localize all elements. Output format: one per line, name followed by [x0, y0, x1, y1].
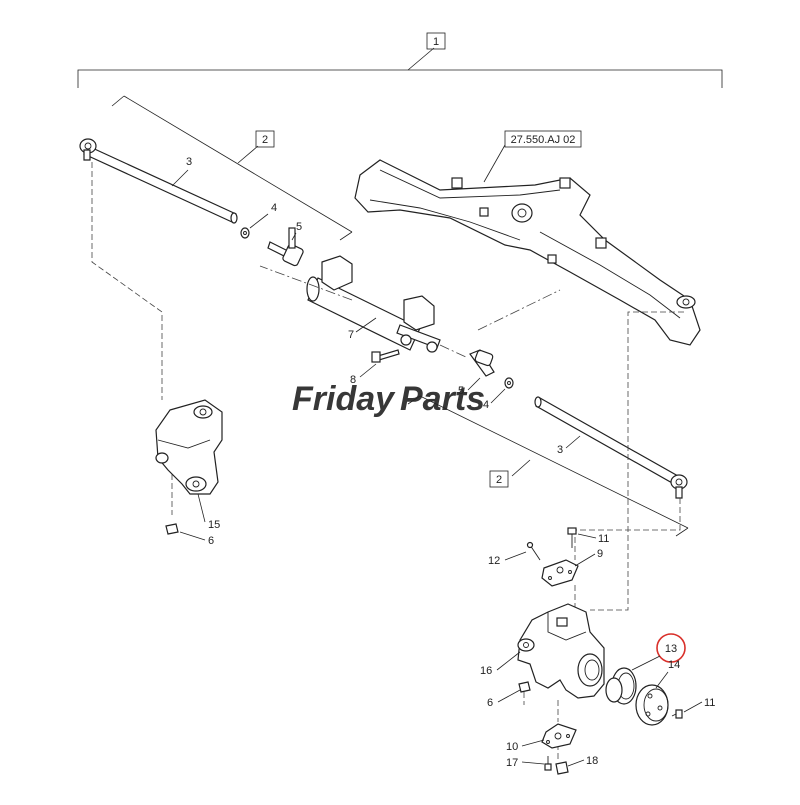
svg-text:18: 18 [586, 755, 598, 767]
callout-16[interactable]: 16 [480, 665, 492, 677]
cover-14 [635, 684, 669, 726]
svg-text:9: 9 [597, 548, 603, 560]
callout-4-upper[interactable]: 4 [271, 202, 277, 214]
svg-text:12: 12 [488, 555, 500, 567]
svg-text:4: 4 [483, 399, 489, 411]
nut-upper [240, 227, 250, 239]
svg-text:16: 16 [480, 665, 492, 677]
bolt-11-right [671, 709, 683, 719]
ball-joint-lower [469, 349, 495, 377]
callout-6-left[interactable]: 6 [208, 535, 214, 547]
assembly-bracket [77, 47, 723, 88]
ball-joint-upper [267, 227, 304, 267]
bolt-11-top [567, 527, 577, 548]
svg-text:2: 2 [496, 474, 502, 486]
callout-1[interactable]: 1 [426, 32, 446, 50]
callout-6-right[interactable]: 6 [487, 697, 493, 709]
plate-9 [541, 559, 579, 587]
steering-knuckle-right [517, 603, 605, 699]
axle-housing [354, 159, 701, 346]
callout-2-upper[interactable]: 2 [255, 130, 275, 148]
callout-18[interactable]: 18 [586, 755, 598, 767]
pin-12 [526, 541, 541, 561]
callout-14[interactable]: 14 [668, 659, 680, 671]
callout-7[interactable]: 7 [348, 329, 354, 341]
nut-6-right [518, 681, 531, 693]
callout-13[interactable]: 13 [656, 633, 686, 663]
svg-text:2: 2 [262, 134, 268, 146]
nut-lower [504, 377, 514, 389]
callout-12[interactable]: 12 [488, 555, 500, 567]
svg-text:5: 5 [458, 385, 464, 397]
tie-rod-bracket-lower [407, 395, 689, 537]
tie-rod-bracket-upper [111, 95, 353, 241]
svg-text:11: 11 [704, 697, 715, 709]
steering-knuckle-left [155, 399, 223, 495]
bolt-17 [544, 756, 552, 771]
callout-8[interactable]: 8 [350, 374, 356, 386]
callout-assembly-ref[interactable]: 27.550.AJ 02 [504, 130, 582, 148]
svg-text:Friday: Friday [292, 380, 396, 418]
svg-text:8: 8 [350, 374, 356, 386]
callout-5-upper[interactable]: 5 [296, 221, 302, 233]
svg-text:13: 13 [665, 643, 677, 655]
callout-4-lower[interactable]: 4 [483, 399, 489, 411]
svg-text:4: 4 [271, 202, 277, 214]
svg-text:15: 15 [208, 519, 220, 531]
svg-text:17: 17 [506, 757, 518, 769]
nut-6-left [165, 523, 179, 535]
callout-11-right[interactable]: 11 [704, 697, 715, 709]
plate-10 [541, 723, 577, 749]
callout-3-lower[interactable]: 3 [557, 444, 563, 456]
svg-text:10: 10 [506, 741, 518, 753]
callout-10[interactable]: 10 [506, 741, 518, 753]
seal-ring-13 [605, 667, 637, 705]
nut-18 [555, 761, 569, 775]
svg-text:7: 7 [348, 329, 354, 341]
callout-9[interactable]: 9 [597, 548, 603, 560]
callout-5-lower[interactable]: 5 [458, 385, 464, 397]
callout-11-top[interactable]: 11 [598, 533, 609, 545]
watermark: Friday Parts [292, 380, 485, 418]
svg-text:27.550.AJ 02: 27.550.AJ 02 [511, 134, 576, 146]
svg-text:1: 1 [433, 36, 439, 48]
svg-text:11: 11 [598, 533, 609, 545]
callout-3-upper[interactable]: 3 [186, 156, 192, 168]
svg-text:3: 3 [557, 444, 563, 456]
svg-text:6: 6 [487, 697, 493, 709]
svg-text:Parts: Parts [400, 380, 485, 418]
callout-17[interactable]: 17 [506, 757, 518, 769]
svg-text:14: 14 [668, 659, 680, 671]
tie-rod-upper [79, 138, 238, 224]
steering-cylinder [306, 255, 441, 353]
svg-text:5: 5 [296, 221, 302, 233]
callout-2-lower[interactable]: 2 [489, 470, 509, 488]
svg-text:3: 3 [186, 156, 192, 168]
bolt-8 [371, 349, 400, 363]
tie-rod-lower [534, 396, 688, 499]
callout-15[interactable]: 15 [208, 519, 220, 531]
svg-text:6: 6 [208, 535, 214, 547]
